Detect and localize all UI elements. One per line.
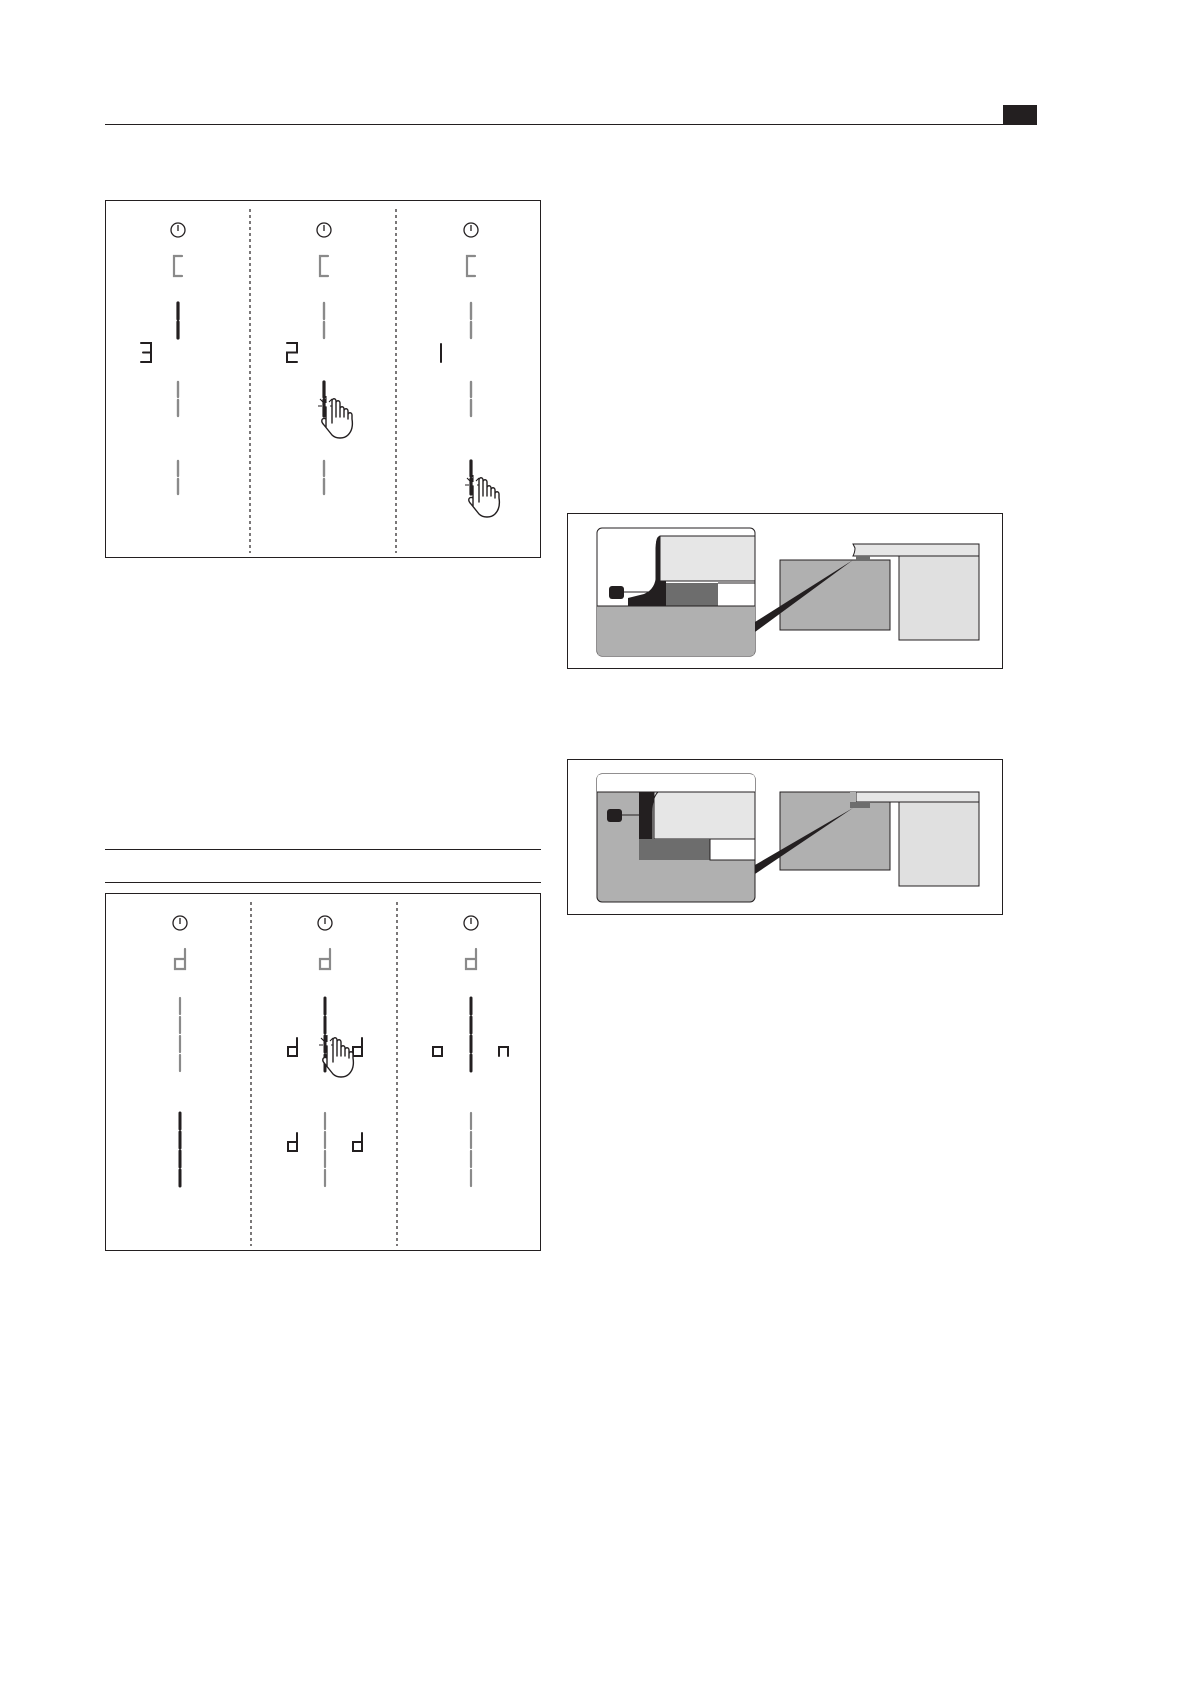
section-rule-top [105, 849, 541, 850]
installation-figure-overlapping [567, 513, 1003, 669]
mode-symbol-d [175, 949, 185, 969]
mode-symbol-C [174, 256, 182, 276]
power-icon [318, 916, 332, 930]
power-icon [464, 916, 478, 930]
child-lock-figure-drawing [106, 201, 542, 559]
demo-mode-figure [105, 893, 541, 1251]
countdown-digit-3 [141, 343, 151, 362]
mid-right-symbol-d [353, 1038, 362, 1056]
low-right-symbol-d [353, 1133, 362, 1151]
installation-figure-flush [567, 759, 1003, 915]
hob-edge-detail-icon [568, 514, 1004, 670]
demo-column-1 [173, 916, 187, 1186]
page-tab-marker [1003, 105, 1037, 125]
lock-column-2 [287, 223, 352, 494]
power-icon [171, 223, 185, 237]
child-lock-figure [105, 200, 541, 558]
mode-symbol-d [466, 949, 476, 969]
power-icon [317, 223, 331, 237]
mode-symbol-d [320, 949, 330, 969]
mode-symbol-C [320, 256, 328, 276]
low-left-symbol-d [288, 1133, 297, 1151]
power-icon [464, 223, 478, 237]
section-rule-bottom [105, 882, 541, 883]
lock-column-3 [441, 223, 499, 517]
mid-left-symbol-o [433, 1047, 442, 1056]
header-rule [105, 124, 1036, 125]
mode-symbol-C [467, 256, 475, 276]
demo-column-3 [433, 916, 508, 1186]
mid-left-symbol-d [288, 1038, 297, 1056]
power-icon [173, 916, 187, 930]
lock-column-1 [141, 223, 185, 494]
demo-column-2 [288, 916, 362, 1186]
demo-mode-figure-drawing [106, 894, 542, 1252]
hob-edge-detail-icon [568, 760, 1004, 916]
mid-right-symbol-n [499, 1047, 508, 1056]
countdown-digit-2 [287, 343, 297, 362]
